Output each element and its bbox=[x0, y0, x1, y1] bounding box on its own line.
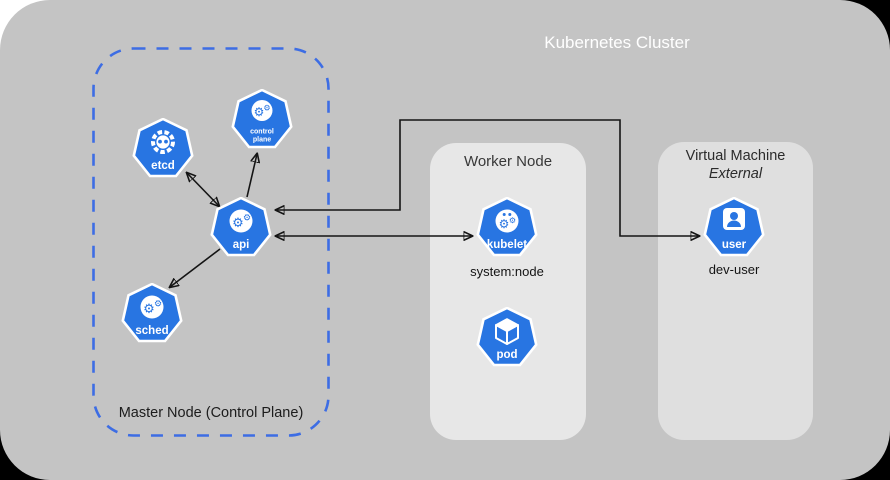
svg-text:plane: plane bbox=[253, 137, 271, 144]
node-api[interactable]: ⚙ ⚙ api bbox=[209, 197, 273, 259]
cluster-title: Kubernetes Cluster bbox=[544, 33, 690, 52]
pod-icon: pod bbox=[476, 307, 538, 367]
master-node-region[interactable]: Master Node (Control Plane) bbox=[92, 47, 330, 437]
svg-text:sched: sched bbox=[135, 325, 168, 337]
svg-text:kubelet: kubelet bbox=[487, 239, 527, 251]
api-icon: ⚙ ⚙ api bbox=[210, 197, 272, 257]
svg-text:⚙: ⚙ bbox=[143, 302, 155, 317]
svg-text:pod: pod bbox=[496, 349, 517, 361]
connector-api-control-plane[interactable] bbox=[246, 154, 257, 198]
svg-text:⚙: ⚙ bbox=[154, 300, 162, 310]
etcd-icon: etcd bbox=[132, 118, 194, 178]
master-node-dashed-border bbox=[92, 47, 330, 437]
svg-text:⚙: ⚙ bbox=[263, 104, 270, 113]
svg-text:user: user bbox=[722, 239, 747, 251]
worker-node-region[interactable]: Worker Node bbox=[430, 143, 586, 440]
svg-text:⚙: ⚙ bbox=[509, 216, 516, 225]
user-caption: dev-user bbox=[708, 262, 760, 277]
kubelet-icon: ⚙ ⚙ kubelet bbox=[476, 197, 538, 257]
connector-api-etcd[interactable] bbox=[187, 173, 219, 206]
worker-node-label: Worker Node bbox=[463, 153, 553, 170]
node-etcd[interactable]: etcd bbox=[131, 118, 195, 180]
svg-text:api: api bbox=[233, 239, 250, 251]
control-plane-icon: ⚙ ⚙ control plane bbox=[231, 89, 293, 149]
node-user[interactable]: user bbox=[702, 197, 766, 259]
kubelet-caption: system:node bbox=[470, 264, 544, 279]
sched-icon: ⚙ ⚙ sched bbox=[121, 283, 183, 343]
master-node-label: Master Node (Control Plane) bbox=[118, 405, 304, 421]
node-pod[interactable]: pod bbox=[475, 307, 539, 369]
virtual-machine-label: Virtual Machine bbox=[685, 148, 786, 164]
user-icon: user bbox=[703, 197, 765, 257]
connector-api-user[interactable] bbox=[276, 119, 699, 236]
node-sched[interactable]: ⚙ ⚙ sched bbox=[120, 283, 184, 345]
node-kubelet[interactable]: ⚙ ⚙ kubelet bbox=[475, 197, 539, 259]
svg-text:⚙: ⚙ bbox=[499, 217, 510, 231]
svg-text:⚙: ⚙ bbox=[232, 216, 244, 231]
virtual-machine-sublabel: External bbox=[708, 166, 763, 182]
virtual-machine-region[interactable]: Virtual Machine External bbox=[658, 142, 813, 440]
node-control-plane[interactable]: ⚙ ⚙ control plane bbox=[230, 89, 294, 151]
connector-api-sched[interactable] bbox=[170, 248, 221, 287]
svg-text:⚙: ⚙ bbox=[243, 214, 251, 224]
svg-text:control: control bbox=[250, 129, 274, 136]
svg-text:etcd: etcd bbox=[151, 160, 175, 172]
svg-text:⚙: ⚙ bbox=[254, 105, 265, 119]
